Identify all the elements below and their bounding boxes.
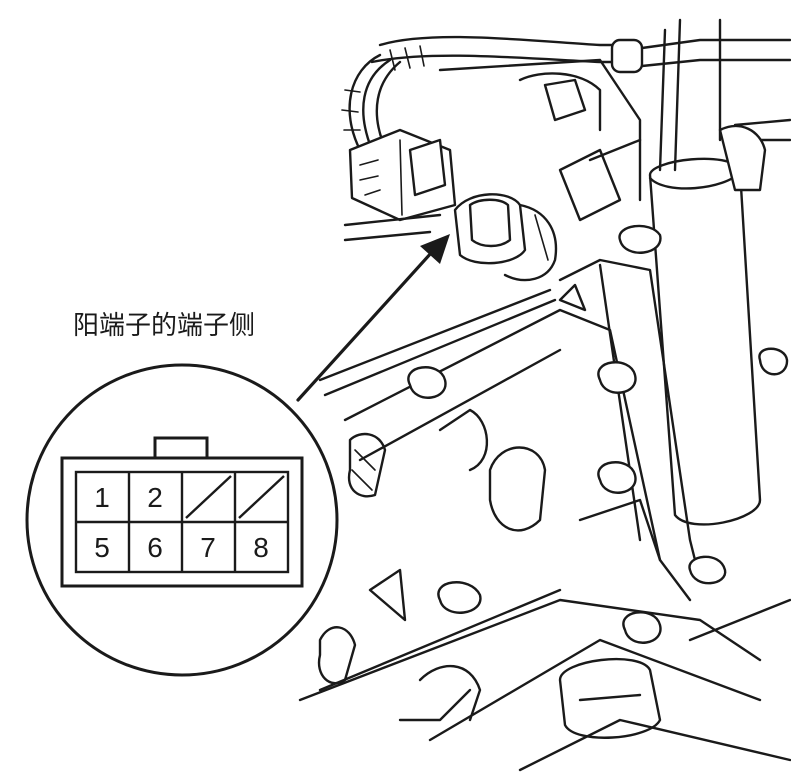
unused-cavity-4 [238, 475, 285, 519]
callout-label: 阳端子的端子侧 [73, 311, 255, 341]
engine-illustration [298, 18, 791, 772]
pin-1-label: 1 [94, 482, 110, 513]
pin-8-label: 8 [253, 532, 269, 563]
pin-2-label: 2 [147, 482, 163, 513]
connector-face-callout: 1 2 5 6 7 8 [25, 363, 339, 677]
pin-6-label: 6 [147, 532, 163, 563]
pin-7-label: 7 [200, 532, 216, 563]
leader-arrow-icon [296, 234, 450, 402]
pin-5-label: 5 [94, 532, 110, 563]
unused-cavity-3 [185, 475, 232, 519]
connector-lock-tab [153, 436, 209, 460]
